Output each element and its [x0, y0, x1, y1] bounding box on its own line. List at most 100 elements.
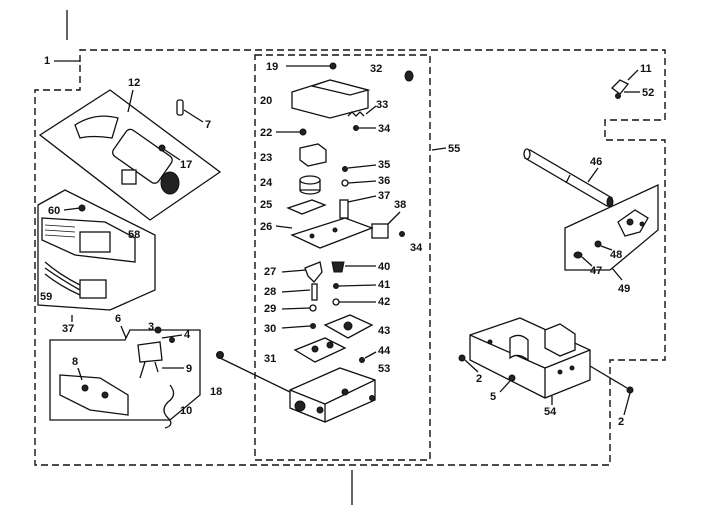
- leader-12: [127, 89, 134, 113]
- label-36: 36: [378, 175, 390, 187]
- part-2-screw-left: [458, 354, 466, 362]
- part-2-screw-right: [626, 386, 634, 394]
- label-34-top: 34: [378, 123, 391, 135]
- leader-26: [275, 225, 293, 229]
- label-49: 49: [618, 283, 630, 295]
- leader-5: [499, 380, 511, 393]
- part-36-ring: [341, 179, 349, 187]
- part-54-bracket: [469, 317, 591, 399]
- leader-37-part: [347, 195, 377, 203]
- label-30: 30: [264, 323, 276, 335]
- part-10-spring: [163, 384, 175, 429]
- part-18-pin: [216, 351, 224, 359]
- label-3: 3: [148, 321, 154, 333]
- label-1: 1: [44, 55, 50, 67]
- label-11: 11: [640, 63, 652, 75]
- part-30-washer: [310, 323, 316, 329]
- label-59: 59: [40, 291, 52, 303]
- leader-7: [183, 109, 204, 123]
- label-48: 48: [610, 249, 622, 261]
- leader-33: [365, 105, 377, 115]
- part-7-clip: [176, 99, 184, 116]
- part-25-gasket: [286, 199, 327, 215]
- part-11-clip: [611, 79, 630, 95]
- leader-27: [281, 269, 307, 273]
- group-12-outline: [38, 89, 222, 221]
- part-37-spring: [339, 199, 349, 219]
- part-34-washer-side: [399, 231, 405, 237]
- part-52-screw: [615, 93, 621, 99]
- leader-6: [120, 325, 127, 339]
- part-48-washer: [594, 240, 602, 248]
- assembly-boundary: [34, 49, 666, 466]
- label-47: 47: [590, 265, 602, 277]
- part-38-block: [371, 223, 389, 239]
- part-32-knob: [404, 70, 414, 82]
- label-33: 33: [376, 99, 388, 111]
- label-38: 38: [394, 199, 406, 211]
- label-41: 41: [378, 279, 390, 291]
- part-47-nut: [573, 251, 583, 259]
- leader-11: [627, 69, 639, 81]
- label-6: 6: [115, 313, 121, 325]
- part-33-spring: [347, 111, 365, 117]
- part-40-cap: [331, 261, 345, 273]
- label-29: 29: [264, 303, 276, 315]
- leader-28: [281, 289, 311, 293]
- leader-60: [63, 207, 81, 211]
- label-20: 20: [260, 95, 272, 107]
- label-52: 52: [642, 87, 654, 99]
- part-29-oring: [309, 304, 317, 312]
- part-12-motor: [74, 115, 180, 195]
- part-58-housing: [41, 217, 136, 263]
- leader-2-right-b: [589, 365, 628, 389]
- part-59-wiring: [44, 261, 107, 299]
- part-switch-assembly: [137, 341, 163, 379]
- label-40: 40: [378, 261, 390, 273]
- plate-hole-2: [332, 227, 338, 233]
- part-19-screw: [329, 62, 337, 70]
- label-2-left: 2: [476, 373, 482, 385]
- leader-2-left: [464, 359, 479, 373]
- label-60: 60: [48, 205, 60, 217]
- part-17-screw: [158, 144, 166, 152]
- leader-17: [164, 149, 181, 161]
- leader-35: [347, 164, 377, 169]
- part-4-nut: [169, 337, 175, 343]
- label-34-side: 34: [410, 242, 423, 254]
- part-24-cylinder: [299, 175, 321, 195]
- label-27: 27: [264, 266, 276, 278]
- label-53: 53: [378, 363, 390, 375]
- label-46: 46: [590, 156, 602, 168]
- part-35-washer: [342, 166, 348, 172]
- leader-49: [611, 267, 623, 281]
- part-3-screw: [154, 326, 162, 334]
- label-22: 22: [260, 127, 272, 139]
- label-8: 8: [72, 356, 78, 368]
- part-28-stem: [311, 283, 318, 301]
- leader-41: [338, 284, 377, 287]
- label-25: 25: [260, 199, 272, 211]
- group-49-outline: [564, 183, 659, 271]
- part-22-screw: [299, 128, 307, 136]
- label-58: 58: [128, 229, 140, 241]
- part-20-cover: [291, 79, 371, 119]
- leader-47: [581, 256, 593, 267]
- leader-46: [587, 167, 599, 183]
- label-7: 7: [205, 119, 211, 131]
- leader-55: [431, 147, 447, 151]
- label-17: 17: [180, 159, 192, 171]
- label-44: 44: [378, 345, 391, 357]
- label-4: 4: [184, 329, 191, 341]
- label-18: 18: [210, 386, 222, 398]
- leader-2-right: [623, 392, 631, 416]
- group-37-outline: [37, 189, 156, 311]
- label-9: 9: [186, 363, 192, 375]
- label-24: 24: [260, 177, 273, 189]
- part-5-screw: [508, 374, 516, 382]
- part-42-oring: [332, 298, 340, 306]
- plate-hole-1: [309, 233, 315, 239]
- label-28: 28: [264, 286, 276, 298]
- label-37: 37: [378, 190, 390, 202]
- part-26-plate: [290, 217, 374, 249]
